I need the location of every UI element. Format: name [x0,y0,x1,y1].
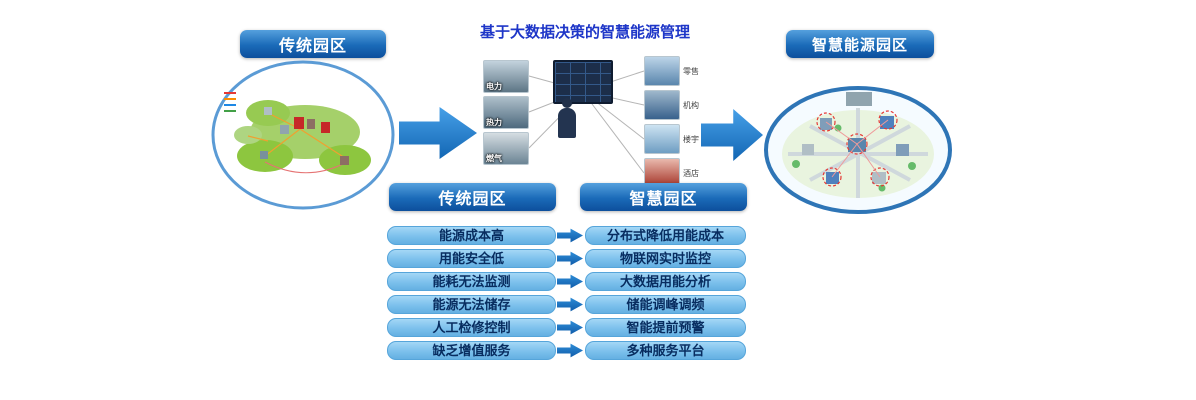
arrow-right-icon [557,343,583,358]
smart-park-illustration [762,84,954,221]
smart-park-map [764,86,952,214]
diagram-title: 基于大数据决策的智慧能源管理 [479,24,690,41]
traditional-item: 能耗无法监测 [387,272,556,291]
office-consumer: 楼宇 [644,124,699,154]
traditional-park-map [211,60,395,210]
institution-building-image [644,90,680,120]
control-room-screens [553,60,613,104]
office-label: 楼宇 [683,134,699,144]
gas-plant-image: 燃气 [483,132,529,165]
comparison-header-smart: 智慧园区 [580,183,747,211]
energy-management-illustration: 电力 热力 燃气 零售 机构 楼宇 酒店 [458,50,706,188]
heat-plant-image: 热力 [483,96,529,129]
traditional-park-title: 传统园区 [240,30,386,58]
traditional-item: 能源成本高 [387,226,556,245]
traditional-park-illustration [210,59,396,216]
power-label: 电力 [486,82,502,91]
traditional-item: 缺乏增值服务 [387,341,556,360]
smart-item: 分布式降低用能成本 [585,226,746,245]
arrow-right-icon [557,297,583,312]
traditional-item: 人工检修控制 [387,318,556,337]
arrow-right-icon [557,274,583,289]
operator-person-body [558,108,576,138]
institution-consumer: 机构 [644,90,699,120]
retail-label: 零售 [683,66,699,76]
heat-label: 热力 [486,118,502,127]
comparison-row: 人工检修控制 智能提前预警 [387,318,749,337]
traditional-item: 用能安全低 [387,249,556,268]
comparison-header-traditional: 传统园区 [389,183,556,211]
office-building-image [644,124,680,154]
smart-item: 大数据用能分析 [585,272,746,291]
power-plant-image: 电力 [483,60,529,93]
arrow-center-to-right-icon [701,109,763,161]
comparison-row: 能源成本高 分布式降低用能成本 [387,226,749,245]
institution-label: 机构 [683,100,699,110]
comparison-row: 缺乏增值服务 多种服务平台 [387,341,749,360]
comparison-row: 用能安全低 物联网实时监控 [387,249,749,268]
comparison-row: 能耗无法监测 大数据用能分析 [387,272,749,291]
hotel-label: 酒店 [683,168,699,178]
arrow-right-icon [557,251,583,266]
smart-item: 物联网实时监控 [585,249,746,268]
smart-item: 多种服务平台 [585,341,746,360]
smart-item: 智能提前预警 [585,318,746,337]
traditional-item: 能源无法储存 [387,295,556,314]
operator-person [562,98,572,108]
retail-consumer: 零售 [644,56,699,86]
smart-energy-park-title: 智慧能源园区 [786,30,934,58]
arrow-right-icon [557,228,583,243]
comparison-table: 能源成本高 分布式降低用能成本 用能安全低 物联网实时监控 能耗无法监测 大数据… [387,226,749,364]
arrow-right-icon [557,320,583,335]
retail-building-image [644,56,680,86]
gas-label: 燃气 [486,154,502,163]
smart-item: 储能调峰调频 [585,295,746,314]
comparison-row: 能源无法储存 储能调峰调频 [387,295,749,314]
